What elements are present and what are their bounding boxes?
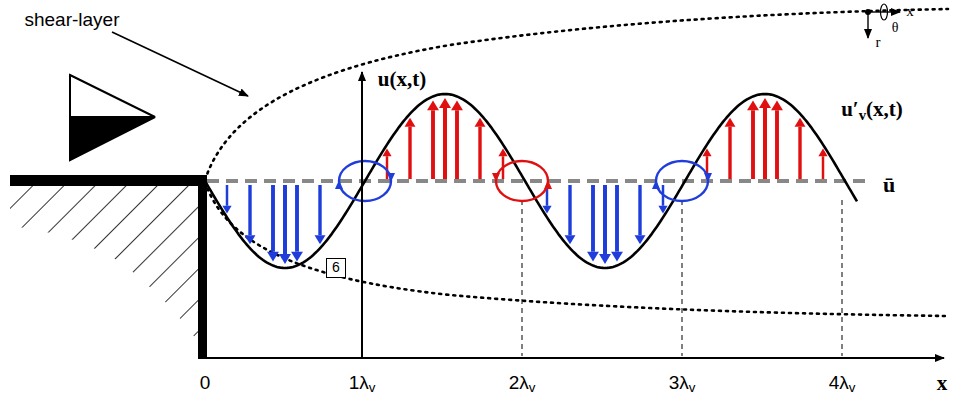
wave-label: u′v(x,t) [839, 98, 905, 121]
velocity-arrow [248, 185, 251, 235]
flag-symbol-dark [70, 117, 155, 160]
axis-label: x [935, 372, 950, 395]
velocity-arrow [431, 110, 435, 179]
velocity-arrow [283, 185, 287, 254]
axis-label: u(x,t) [376, 68, 428, 91]
velocity-arrow [615, 185, 619, 252]
flag-symbol [70, 75, 155, 117]
velocity-arrow [775, 110, 779, 179]
velocity-arrow [271, 185, 275, 252]
velocity-arrowhead [599, 254, 611, 264]
tick-label: 4λv [827, 373, 858, 394]
velocity-arrowhead [747, 100, 759, 110]
velocity-arrow [568, 185, 571, 235]
annotation: shear-layer [22, 10, 121, 31]
callout-box: 6 [326, 258, 346, 278]
shear-layer-lower [205, 182, 948, 316]
guide-line [522, 200, 523, 356]
velocity-arrow [226, 185, 229, 206]
velocity-arrow [751, 110, 755, 179]
velocity-arrow [603, 185, 607, 254]
velocity-arrowhead [611, 252, 623, 262]
velocity-axis [361, 72, 363, 358]
tick-label: 0 [198, 373, 213, 394]
velocity-arrowhead [771, 100, 783, 110]
velocity-arrow [408, 127, 411, 179]
velocity-arrow [638, 185, 641, 235]
nozzle-hatch [10, 186, 200, 345]
tick-label: 2λv [507, 373, 538, 394]
velocity-wave [205, 94, 857, 268]
tick-label: 1λv [347, 373, 378, 394]
velocity-arrow [591, 185, 595, 252]
coordinate-label: θ [890, 20, 901, 35]
leader-line [112, 32, 248, 96]
callout-number: 6 [332, 260, 340, 275]
velocity-arrow [318, 185, 321, 235]
velocity-arrowhead [587, 252, 599, 262]
mean-label: ū [881, 173, 897, 197]
velocity-arrow [455, 110, 459, 179]
velocity-arrowhead [291, 252, 303, 262]
velocity-arrow [443, 108, 447, 179]
tick-label: 3λv [667, 373, 698, 394]
shear-layer-upper [205, 9, 948, 180]
coordinate-label: r [874, 34, 883, 51]
velocity-arrowhead [759, 98, 771, 108]
x-axis [202, 357, 944, 359]
velocity-arrow [763, 108, 767, 179]
nozzle-lip [10, 175, 206, 186]
coordinate-label: x [904, 3, 916, 20]
velocity-arrowhead [439, 98, 451, 108]
velocity-arrow [295, 185, 299, 252]
coordinate-glyph [865, 4, 900, 38]
velocity-arrowhead [279, 254, 291, 264]
velocity-arrow [822, 156, 825, 179]
mean-velocity-line [207, 179, 872, 183]
velocity-arrowhead [451, 100, 463, 110]
velocity-arrow [798, 127, 801, 179]
velocity-arrow [478, 127, 481, 179]
vortex-blue [339, 161, 391, 201]
vortex-red [496, 161, 548, 201]
guide-line [682, 200, 683, 356]
velocity-arrowhead [427, 100, 439, 110]
velocity-arrow [728, 127, 731, 179]
vortex-blue [656, 161, 708, 201]
velocity-arrowhead [267, 252, 279, 262]
guide-line [842, 200, 843, 356]
nozzle-exit-wall [198, 175, 207, 359]
